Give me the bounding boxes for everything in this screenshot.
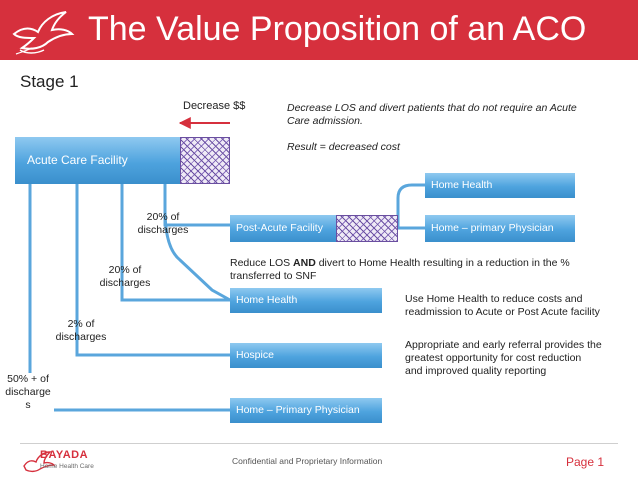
connector-home-health-mid: [120, 184, 230, 302]
home-primary-physician-top-box: Home – primary Physician: [425, 215, 575, 242]
acute-care-facility-label: Acute Care Facility: [27, 153, 128, 167]
home-health-top-label: Home Health: [431, 179, 493, 191]
side-note-2-line-2: greatest opportunity for cost reduction: [405, 352, 582, 364]
confidential-notice: Confidential and Proprietary Information: [232, 456, 383, 466]
percent-label-post-acute: 20% of discharges: [132, 211, 194, 237]
side-note-1-line-1: Use Home Health to reduce costs and: [405, 293, 583, 305]
hospice-label: Hospice: [236, 349, 274, 361]
note-result: Result = decreased cost: [287, 141, 400, 153]
reduce-text-pre: Reduce LOS: [230, 257, 294, 269]
page-title: The Value Proposition of an ACO: [88, 10, 587, 48]
side-note-2-line-1: Appropriate and early referral provides …: [405, 339, 602, 351]
connector-post-acute-home-health: [396, 183, 425, 228]
post-acute-facility-box: Post-Acute Facility: [230, 215, 336, 242]
reduce-los-text: Reduce LOS AND divert to Home Health res…: [230, 257, 570, 270]
post-acute-hatch-pattern: [336, 215, 398, 242]
header-bar: The Value Proposition of an ACO: [0, 0, 638, 60]
footer-divider: [20, 443, 618, 444]
percent-unit: discharges: [99, 277, 151, 289]
side-note-2-line-3: and improved quality reporting: [405, 365, 547, 377]
connector-home-primary: [28, 184, 230, 412]
acute-care-hatch-pattern: [180, 137, 230, 184]
side-note-1-line-2: readmission to Acute or Post Acute facil…: [405, 306, 600, 318]
page-number: Page 1: [566, 455, 605, 469]
brand-subtitle: Home Health Care: [40, 463, 94, 470]
percent-value: 20% of: [108, 264, 142, 276]
hospice-box: Hospice: [230, 343, 382, 368]
percent-value: 20% of: [146, 211, 180, 223]
home-health-label: Home Health: [236, 294, 298, 306]
note-line-1: Decrease LOS and divert patients that do…: [287, 102, 577, 114]
bayada-logo-icon: [23, 451, 56, 473]
reduce-text-post: divert to Home Health resulting in a red…: [315, 257, 570, 269]
percent-label-home-health: 20% of discharges: [94, 264, 156, 290]
home-health-top-box: Home Health: [425, 173, 575, 198]
connector-acute-home-health: [163, 184, 231, 302]
percent-unit-tail: s: [25, 399, 31, 411]
note-line-2: Care admission.: [287, 115, 363, 127]
reduce-text-bold: AND: [293, 257, 316, 269]
connector-hospice: [75, 184, 230, 357]
home-health-box: Home Health: [230, 288, 382, 313]
percent-unit: discharges: [55, 331, 107, 343]
reduce-los-text-line-2: transferred to SNF: [230, 270, 317, 282]
home-primary-physician-bottom-label: Home – Primary Physician: [236, 404, 360, 416]
percent-value: 50% + of: [7, 373, 49, 385]
dove-logo-icon: [12, 11, 75, 55]
percent-value: 2% of: [67, 318, 95, 330]
post-acute-facility-label: Post-Acute Facility: [236, 222, 323, 234]
stage-label: Stage 1: [20, 72, 79, 91]
decrease-label: Decrease $$: [183, 100, 246, 112]
percent-label-hospice: 2% of discharges: [50, 318, 112, 344]
percent-label-home-primary: 50% + of discharge s: [2, 373, 54, 412]
percent-unit: discharge: [5, 386, 51, 398]
brand-name: BAYADA: [40, 449, 89, 461]
acute-care-facility-box: Acute Care Facility: [15, 137, 181, 184]
percent-unit: discharges: [137, 224, 189, 236]
home-primary-physician-bottom-box: Home – Primary Physician: [230, 398, 382, 423]
home-primary-physician-top-label: Home – primary Physician: [431, 222, 554, 234]
